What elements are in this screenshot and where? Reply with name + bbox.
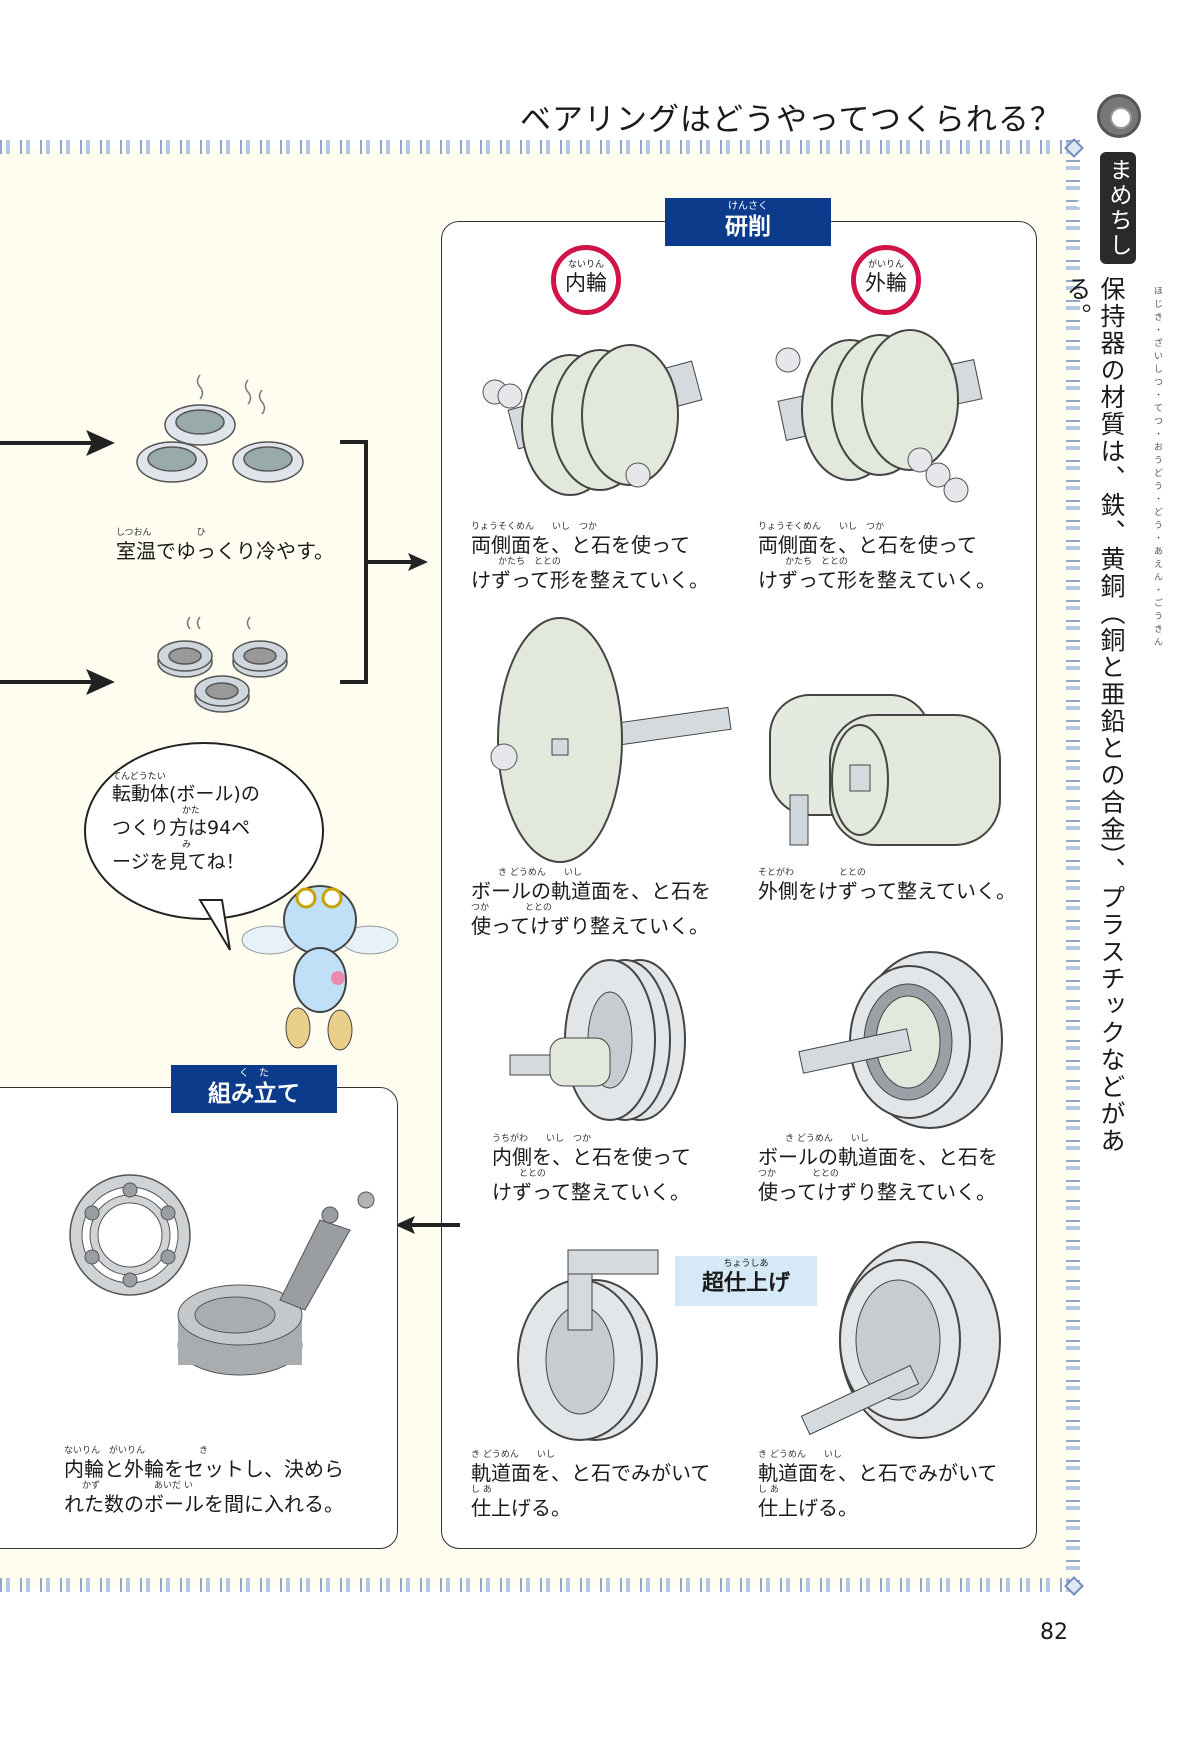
speech-bubble [84,742,324,920]
ruby-text: かた [182,806,201,816]
step-caption: き どうめん いし 軌道面を、と石でみがいて し あ 仕上げる。 [758,1450,997,1520]
ruby-text: りょうそくめん いし つか [471,522,598,532]
ruby-text: そとがわ ととの [758,868,866,878]
caption-line: ボールの軌道面を、と石を [758,1145,998,1169]
steam-icon [186,616,251,630]
step-caption: りょうそくめん いし つか 両側面を、と石を使って かたち ととの けずって形を… [471,522,709,592]
ruby-text: く た [239,1068,269,1079]
arrow-to-warm-rings [0,430,115,456]
ruby-text: がいりん [867,260,904,270]
caption-line: 軌道面を、と石でみがいて [758,1461,998,1485]
speech-bubble-text: てんどうたい 転動体(ボール)の かた つくり方は94ペ み ージを見てね！ [112,772,260,874]
ruby-text: き どうめん いし [758,1450,842,1460]
caption-line: けずって整えていく。 [492,1180,690,1204]
superfinish-label: ちょうしあ 超仕上げ [675,1256,817,1306]
side-grinding-outer-illustration [775,329,983,503]
ruby-text: つか ととの [471,903,552,913]
outer-raceway-grinding-illustration [798,951,1003,1129]
page-title: ベアリングはどうやってつくられる？ [520,102,1062,138]
trivia-label: まめちしき [1069,152,1136,264]
step-caption: そとがわ ととの 外側をけずって整えていく。 [758,868,1016,903]
caption-line: れた数のボールを間に入れる。 [64,1492,344,1516]
ruby-text: かたち ととの [758,557,848,567]
grinding-tab: けんさく 研削 [665,198,831,246]
decorative-border-bottom [0,1578,1080,1592]
ruby-text: つか ととの [758,1169,839,1179]
decorative-border-top [0,140,1080,154]
page-number: 82 [1040,1620,1068,1645]
caption-line: 軌道面を、と石でみがいて [471,1461,711,1485]
caption-line: 使ってけずり整えていく。 [758,1180,996,1204]
arrow-to-stacked-rings [0,669,115,695]
caption-line: 使ってけずり整えていく。 [471,914,709,938]
ruby-text: かたち ととの [471,557,561,567]
merge-bracket [340,440,418,684]
ruby-text: き どうめん いし [471,868,582,878]
ring-label-text: 外輪 [865,271,907,295]
inner-superfinish-illustration [517,1249,659,1441]
assembly-caption: ないりん がいりん き 内輪と外輪をセットし、決めら かず あいだ い れた数の… [64,1446,344,1516]
ruby-text: ちょうしあ [723,1259,769,1269]
inner-ring-label: ないりん 内輪 [551,245,621,315]
tab-label: 研削 [725,214,771,240]
bubble-line: ージを見てね！ [112,851,245,873]
ruby-text: しつおん ひ [116,528,206,538]
warm-rings-illustration [136,374,304,483]
caption-line: 外側をけずって整えていく。 [758,879,1016,903]
fairy-character-illustration [241,885,399,1051]
assembly-tab: く た 組み立て [171,1065,337,1113]
step-caption: き どうめん いし ボールの軌道面を、と石を つか ととの 使ってけずり整えてい… [758,1134,998,1204]
bubble-line: 転動体(ボール)の [112,783,260,805]
caption-line: けずって形を整えていく。 [471,568,709,592]
caption-line: 内輪と外輪をセットし、決めら [64,1457,344,1481]
inner-raceway-grinding-illustration [490,617,732,863]
caption-line: 内側を、と石を使って [492,1145,691,1169]
caption-line: ボールの軌道面を、と石を [471,879,711,903]
ruby-text: し あ [471,1485,492,1495]
bearing-icon [1097,94,1141,138]
caption-line: 仕上げる。 [758,1496,858,1520]
ruby-text: ないりん がいりん き [64,1446,209,1456]
ruby-text: き どうめん いし [471,1450,555,1460]
ruby-text: けんさく [728,201,768,212]
step-caption: りょうそくめん いし つか 両側面を、と石を使って かたち ととの けずって形を… [758,522,996,592]
bearing-assembly-illustration [69,1174,375,1376]
ruby-text: ないりん [567,260,604,270]
ruby-text: ととの [492,1169,546,1179]
ruby-text: りょうそくめん いし つか [758,522,885,532]
decorative-border-right [1066,140,1080,1592]
flow-arrows [0,430,428,695]
speech-bubble-tail [198,899,231,951]
ruby-text: し あ [758,1485,779,1495]
outer-ring-label: がいりん 外輪 [851,245,921,315]
caption-line: 両側面を、と石を使って [471,533,690,557]
ring-label-text: 内輪 [565,271,607,295]
outer-surface-grinding-illustration [769,694,1001,846]
ruby-text: き どうめん いし [758,1134,869,1144]
steam-icon [196,374,266,415]
tab-label: 組み立て [208,1081,300,1107]
outer-superfinish-illustration [800,1241,1001,1439]
step-caption: き どうめん いし 軌道面を、と石でみがいて し あ 仕上げる。 [471,1450,710,1520]
step-caption: うちがわ いし つか 内側を、と石を使って ととの けずって整えていく。 [492,1134,691,1204]
ruby-text: かず あいだ い [64,1481,193,1491]
trivia-ruby: ほじき・ざいしつ・てつ・おうどう・どう・あえん・ごうきん [1152,286,1162,650]
stacked-rings-illustration [157,616,288,713]
ruby-text: み [182,840,192,850]
ruby-text: うちがわ いし つか [492,1134,592,1144]
bubble-line: つくり方は94ペ [112,817,251,839]
caption-line: 両側面を、と石を使って [758,533,977,557]
arrow-to-grinding [408,553,428,571]
caption-line: けずって形を整えていく。 [758,568,996,592]
step-caption: き どうめん いし ボールの軌道面を、と石を つか ととの 使ってけずり整えてい… [471,868,711,938]
cooling-caption: しつおん ひ 室温でゆっくり冷やす。 [116,528,334,563]
arrow-to-assembly [395,1216,460,1234]
superfinish-text: 超仕上げ [701,1271,790,1296]
caption-line: 仕上げる。 [471,1496,571,1520]
trivia-text: 保持器の材質は、鉄、黄銅（銅と亜鉛との合金）、プラスチックなどがある。 [1063,276,1126,1155]
caption-line: 室温でゆっくり冷やす。 [116,539,334,563]
inner-bore-grinding-illustration [509,959,686,1121]
ruby-text: てんどうたい [112,772,166,782]
side-grinding-inner-illustration [482,344,703,496]
